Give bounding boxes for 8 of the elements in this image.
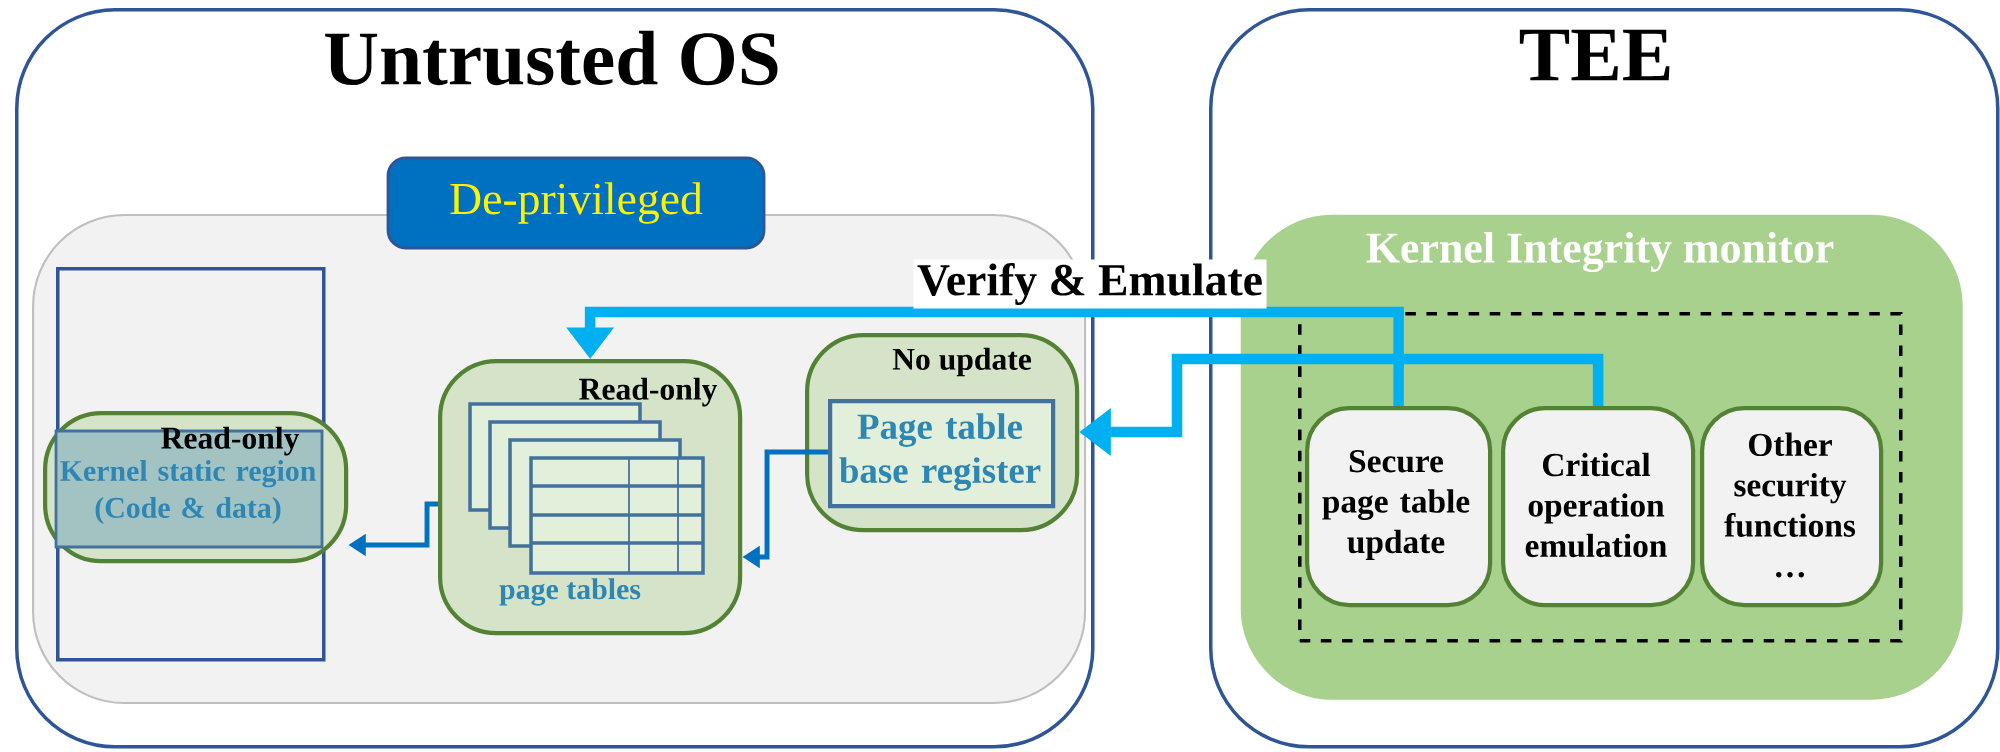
register-box: Page table base register [828, 399, 1056, 509]
page-tables-box: Read-only page tables [438, 359, 743, 636]
region-box: Read-only Kernel static region (Code & data) [43, 411, 349, 564]
function-box: Other security functions … [1700, 406, 1884, 608]
function-box: Critical operation emulation [1501, 406, 1696, 608]
dashed-box [1298, 312, 1903, 643]
edge-label: Verify & Emulate [913, 259, 1267, 309]
function-box: Secure page table update [1305, 406, 1493, 608]
